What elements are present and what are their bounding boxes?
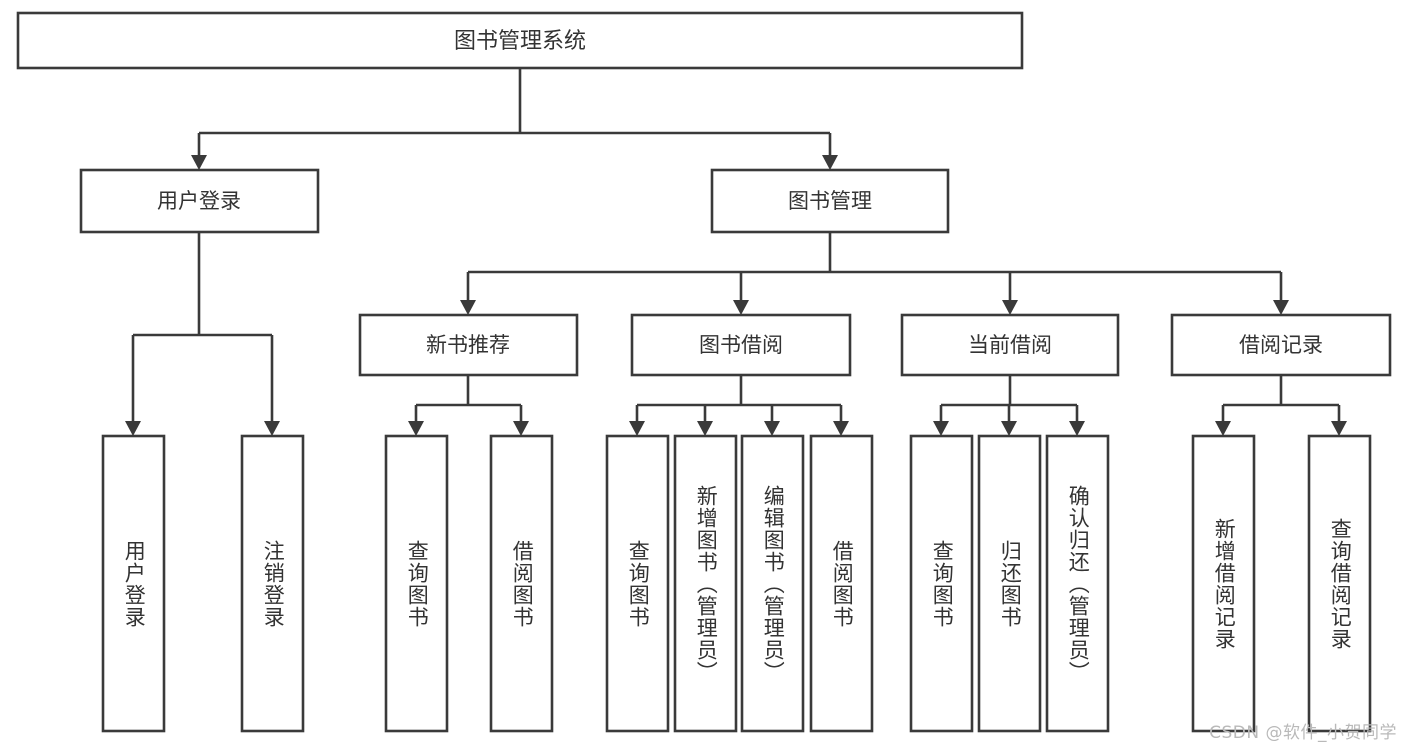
arrow-head-user-login bbox=[191, 155, 207, 170]
node-box-leaf-borrow-record-1[interactable] bbox=[1307, 434, 1372, 733]
node-layer: 图书管理系统 用户登录 图书管理 新书推荐 图书借阅 当前借阅 借阅记录 bbox=[16, 11, 1392, 733]
arrow-head-current-borrow bbox=[1002, 300, 1018, 315]
arrow-head-current-borrow-leaf-1 bbox=[1001, 421, 1017, 436]
node-label-new-book-recommend: 新书推荐 bbox=[426, 333, 510, 357]
arrow-head-new-book-leaf-1 bbox=[513, 421, 529, 436]
arrow-head-current-borrow-leaf-2 bbox=[1069, 421, 1085, 436]
node-box-root[interactable] bbox=[16, 11, 1024, 70]
arrow-head-borrow-record bbox=[1273, 300, 1289, 315]
node-box-leaf-book-borrow-0[interactable] bbox=[605, 434, 670, 733]
node-label-borrow-record: 借阅记录 bbox=[1239, 333, 1323, 357]
arrow-head-book-borrow-leaf-2 bbox=[764, 421, 780, 436]
node-box-leaf-book-borrow-1[interactable] bbox=[673, 434, 738, 733]
arrow-head-user-login-leaf-1 bbox=[264, 421, 280, 436]
node-box-user-login[interactable] bbox=[79, 168, 320, 234]
arrow-head-book-borrow-leaf-0 bbox=[629, 421, 645, 436]
node-box-leaf-book-borrow-3[interactable] bbox=[809, 434, 874, 733]
watermark-text: CSDN @软件_小贺同学 bbox=[1209, 723, 1397, 743]
node-box-leaf-new-book-0[interactable] bbox=[384, 434, 449, 733]
node-box-book-borrow[interactable] bbox=[630, 313, 852, 377]
node-box-leaf-user-login-0[interactable] bbox=[101, 434, 166, 733]
node-box-leaf-new-book-1[interactable] bbox=[489, 434, 554, 733]
node-label-root: 图书管理系统 bbox=[454, 29, 586, 54]
node-box-leaf-current-borrow-2[interactable] bbox=[1045, 434, 1110, 733]
arrow-head-borrow-record-leaf-1 bbox=[1331, 421, 1347, 436]
node-box-leaf-current-borrow-1[interactable] bbox=[977, 434, 1042, 733]
node-label-current-borrow: 当前借阅 bbox=[968, 333, 1052, 357]
node-box-new-book-recommend[interactable] bbox=[358, 313, 579, 377]
arrow-head-borrow-record-leaf-0 bbox=[1215, 421, 1231, 436]
arrow-head-book-borrow bbox=[733, 300, 749, 315]
node-box-current-borrow[interactable] bbox=[900, 313, 1120, 377]
node-box-leaf-borrow-record-0[interactable] bbox=[1191, 434, 1256, 733]
node-box-book-manage[interactable] bbox=[710, 168, 950, 234]
arrow-head-new-book-recommend bbox=[460, 300, 476, 315]
arrow-head-book-borrow-leaf-1 bbox=[697, 421, 713, 436]
node-box-borrow-record[interactable] bbox=[1170, 313, 1392, 377]
node-box-leaf-book-borrow-2[interactable] bbox=[740, 434, 805, 733]
connector-layer bbox=[125, 68, 1347, 436]
node-label-book-borrow: 图书借阅 bbox=[699, 333, 783, 357]
arrow-head-current-borrow-leaf-0 bbox=[933, 421, 949, 436]
node-label-user-login: 用户登录 bbox=[157, 189, 241, 213]
node-box-leaf-user-login-1[interactable] bbox=[240, 434, 305, 733]
arrow-head-book-manage bbox=[822, 155, 838, 170]
arrow-head-new-book-leaf-0 bbox=[408, 421, 424, 436]
arrow-head-book-borrow-leaf-3 bbox=[833, 421, 849, 436]
node-box-leaf-current-borrow-0[interactable] bbox=[909, 434, 974, 733]
arrow-head-user-login-leaf-0 bbox=[125, 421, 141, 436]
node-label-book-manage: 图书管理 bbox=[788, 189, 872, 213]
